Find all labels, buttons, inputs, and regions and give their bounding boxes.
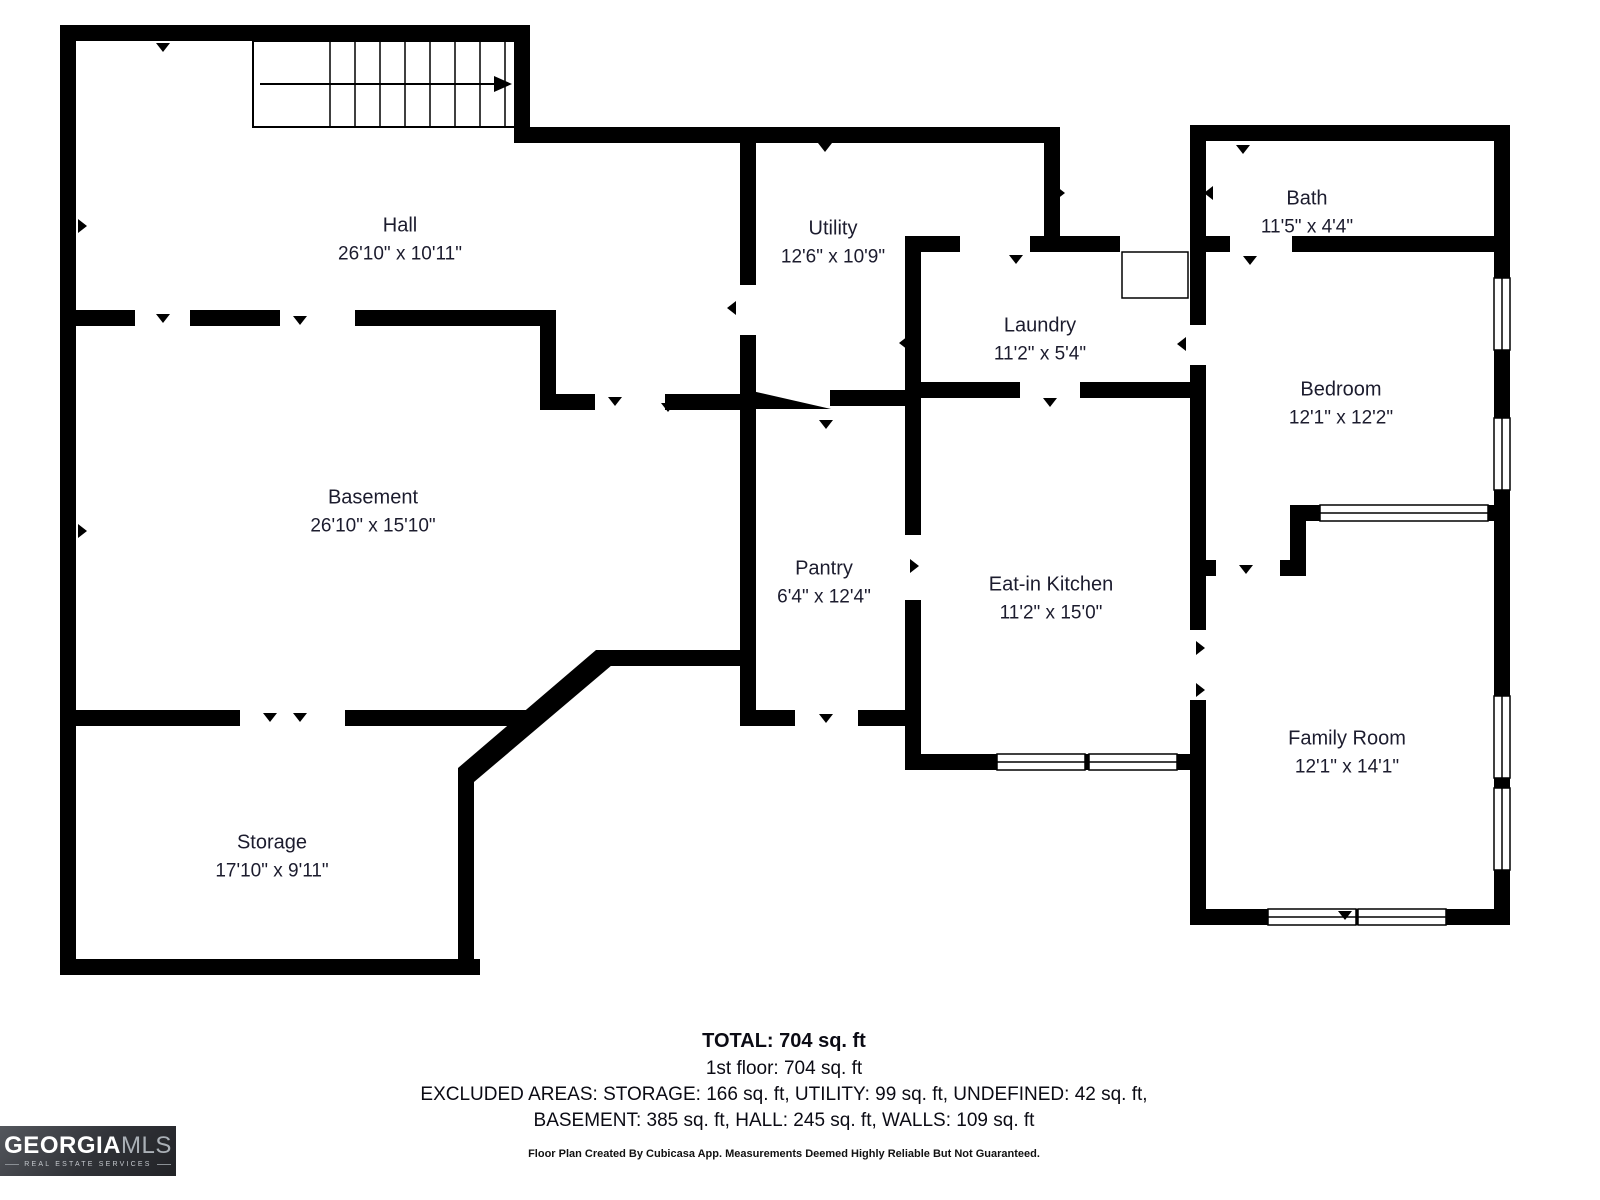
opening-arrow-icon xyxy=(78,524,87,538)
summary-total: TOTAL: 704 sq. ft xyxy=(702,1030,866,1052)
summary-first-floor: 1st floor: 704 sq. ft xyxy=(705,1058,863,1079)
opening-arrow-icon xyxy=(1009,255,1023,264)
opening-arrow-icon xyxy=(727,301,736,315)
room-label-basement: Basement 26'10" x 15'10" xyxy=(310,486,435,539)
room-dims: 17'10" x 9'11" xyxy=(215,860,329,882)
opening-arrow-icon xyxy=(1243,256,1257,265)
stairs-direction-arrow-icon xyxy=(494,76,512,92)
room-name: Laundry xyxy=(1003,314,1077,337)
room-label-hall: Hall 26'10" x 10'11" xyxy=(338,214,462,267)
georgia-mls-logo: GEORGIAMLS REAL ESTATE SERVICES xyxy=(0,1126,176,1176)
opening-arrow-icon xyxy=(661,403,675,412)
family-room-window xyxy=(1357,908,1447,926)
summary-excluded-line1: EXCLUDED AREAS: STORAGE: 166 sq. ft, UTI… xyxy=(420,1084,1148,1105)
room-label-storage: Storage 17'10" x 9'11" xyxy=(215,831,328,884)
logo-brand-secondary: MLS xyxy=(120,1132,172,1159)
opening-arrow-icon xyxy=(1177,337,1186,351)
room-dims: 11'5" x 4'4" xyxy=(1260,216,1354,238)
opening-arrow-icon xyxy=(819,714,833,723)
opening-arrow-icon xyxy=(1204,186,1213,200)
room-name: Utility xyxy=(808,217,858,240)
opening-arrow-icon xyxy=(899,336,908,350)
room-dims: 12'1" x 14'1" xyxy=(1294,756,1400,778)
opening-arrow-icon xyxy=(1056,186,1065,200)
logo-brand: GEORGIAMLS xyxy=(4,1134,172,1158)
room-label-kitchen: Eat-in Kitchen 11'2" x 15'0" xyxy=(989,573,1114,626)
windows xyxy=(996,251,1511,926)
room-dims: 6'4" x 12'4" xyxy=(777,586,871,608)
room-label-pantry: Pantry 6'4" x 12'4" xyxy=(777,557,871,610)
room-dims: 11'2" x 15'0" xyxy=(999,602,1103,624)
room-label-bedroom: Bedroom 12'1" x 12'2" xyxy=(1289,378,1393,431)
room-label-laundry: Laundry 11'2" x 5'4" xyxy=(994,314,1086,367)
opening-arrow-icon xyxy=(263,962,277,971)
room-name: Bath xyxy=(1286,187,1328,210)
room-name: Bedroom xyxy=(1300,378,1382,401)
opening-arrow-icon xyxy=(608,397,622,406)
pantry-door-leaf xyxy=(752,391,831,409)
summary-disclaimer: Floor Plan Created By Cubicasa App. Meas… xyxy=(528,1148,1040,1160)
opening-arrow-icon xyxy=(1043,398,1057,407)
opening-arrow-icon xyxy=(293,316,307,325)
room-name: Basement xyxy=(327,486,419,509)
room-name: Hall xyxy=(382,214,418,237)
opening-arrow-icon xyxy=(1239,565,1253,574)
family-room-window xyxy=(1267,908,1357,926)
room-label-bath: Bath 11'5" x 4'4" xyxy=(1261,187,1353,240)
kitchen-window xyxy=(1088,753,1178,771)
family-room-window xyxy=(1493,787,1511,871)
opening-arrow-icon xyxy=(156,314,170,323)
nook-outline xyxy=(1121,251,1189,299)
kitchen-window xyxy=(996,753,1086,771)
room-name: Storage xyxy=(236,831,308,854)
opening-arrow-icon xyxy=(78,219,87,233)
area-summary: TOTAL: 704 sq. ft 1st floor: 704 sq. ft … xyxy=(0,1030,1568,1160)
opening-arrow-icon xyxy=(1196,641,1205,655)
opening-arrow-icon xyxy=(1196,683,1205,697)
bedroom-window xyxy=(1493,277,1511,351)
room-dims: 11'2" x 5'4" xyxy=(993,343,1087,365)
room-dims: 26'10" x 15'10" xyxy=(310,515,436,537)
opening-arrow-icon xyxy=(263,713,277,722)
bedroom-interior-window xyxy=(1319,504,1489,522)
room-dims: 12'6" x 10'9" xyxy=(780,246,886,268)
opening-arrow-icon xyxy=(819,420,833,429)
logo-tagline: REAL ESTATE SERVICES xyxy=(5,1161,170,1168)
room-name: Eat-in Kitchen xyxy=(988,573,1114,596)
opening-arrow-icon xyxy=(1338,911,1352,920)
opening-arrow-icon xyxy=(293,713,307,722)
room-dims: 12'1" x 12'2" xyxy=(1288,407,1394,429)
diagonal-wall xyxy=(458,650,612,782)
opening-arrow-icon xyxy=(1236,145,1250,154)
bedroom-window xyxy=(1493,417,1511,491)
summary-excluded-line2: BASEMENT: 385 sq. ft, HALL: 245 sq. ft, … xyxy=(533,1110,1035,1131)
family-room-window xyxy=(1493,695,1511,779)
opening-arrow-icon xyxy=(818,143,832,152)
room-name: Pantry xyxy=(795,557,853,580)
opening-arrow-icon xyxy=(156,43,170,52)
room-dims: 26'10" x 10'11" xyxy=(338,243,462,265)
staircase xyxy=(252,40,526,128)
door-markers xyxy=(78,43,1352,971)
room-label-family-room: Family Room 12'1" x 14'1" xyxy=(1288,727,1406,780)
room-label-utility: Utility 12'6" x 10'9" xyxy=(781,217,885,270)
logo-brand-primary: GEORGIA xyxy=(4,1132,121,1159)
room-name: Family Room xyxy=(1288,727,1406,750)
opening-arrow-icon xyxy=(910,559,919,573)
